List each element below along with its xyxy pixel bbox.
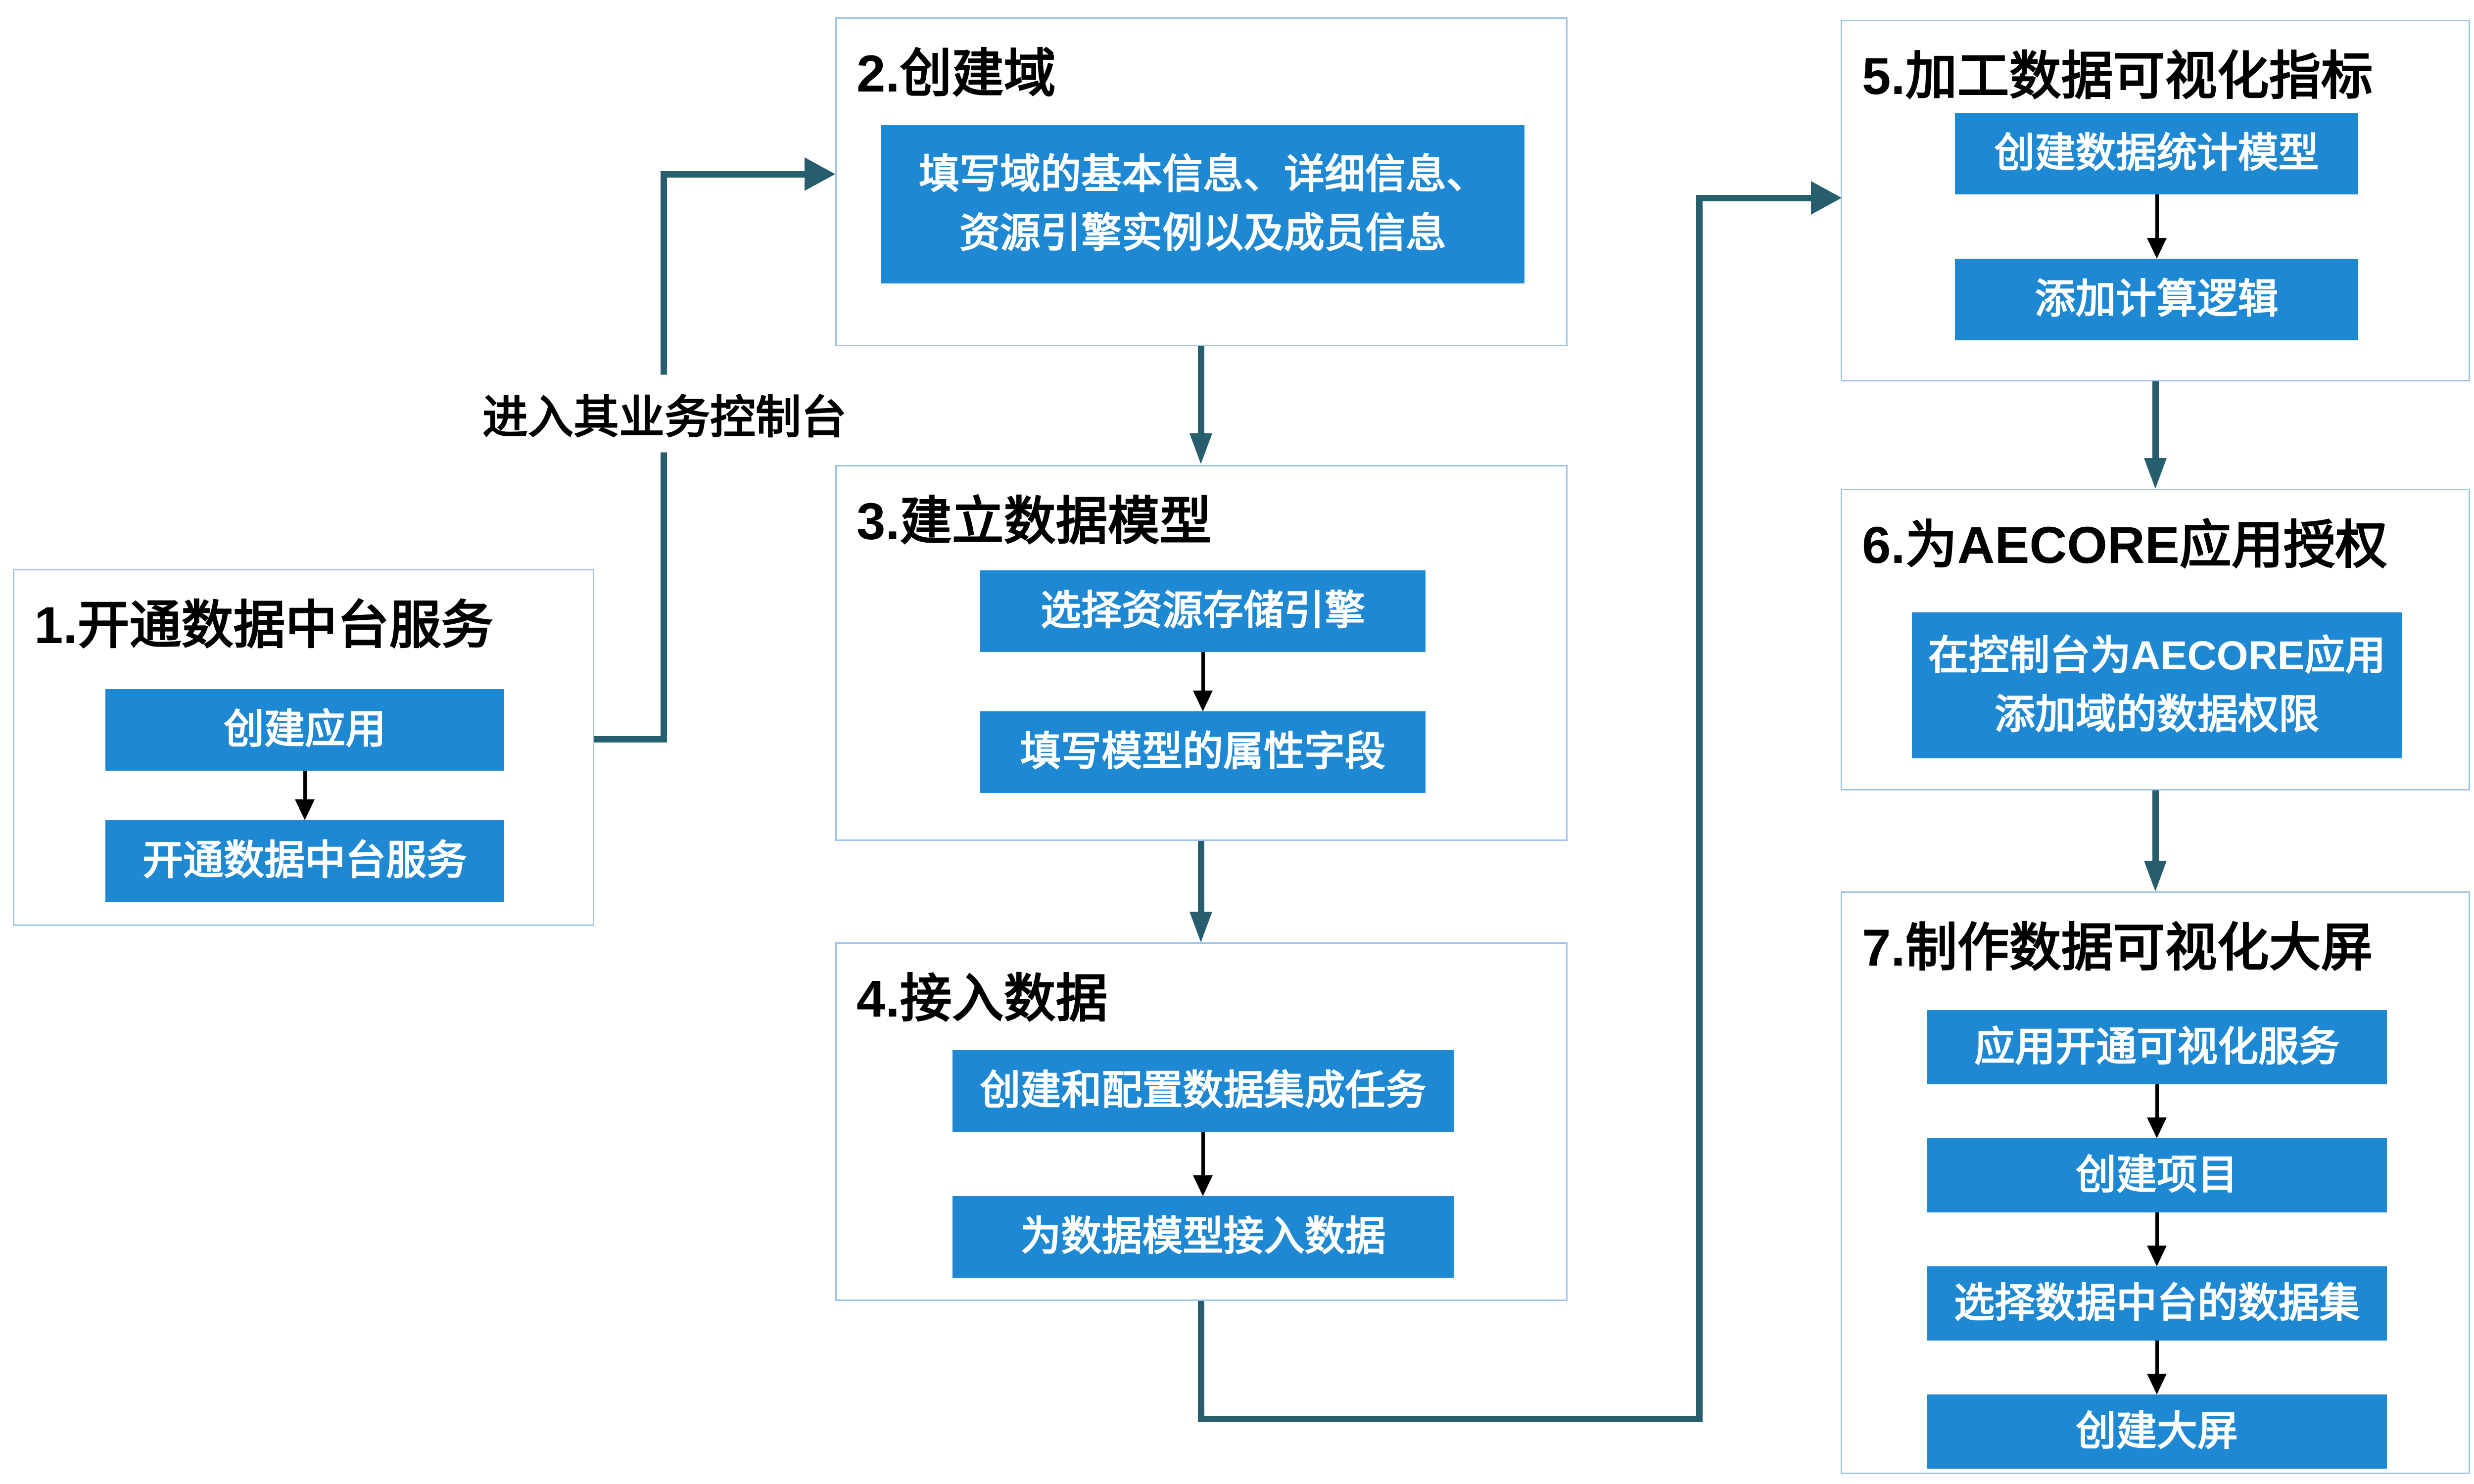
group-7-title: 7.制作数据可视化大屏 (1862, 919, 2373, 977)
arrow-head-icon (2147, 1117, 2167, 1138)
step-box: 选择资源存储引擎 (980, 570, 1426, 652)
connector-segment (1198, 1416, 1703, 1422)
arrow-shaft (303, 771, 307, 800)
connector-segment (1696, 195, 1703, 1422)
connector-arrowhead-icon (2144, 861, 2167, 891)
step-box: 应用开通可视化服务 (1927, 1010, 2387, 1084)
connector-arrowhead-icon (1189, 912, 1212, 942)
step-group-6: 6.为AECORE应用授权 在控制台为AECORE应用 添加域的数据权限 (1841, 489, 2470, 790)
group-6-title: 6.为AECORE应用授权 (1862, 516, 2387, 574)
arrow-shaft (1201, 652, 1205, 692)
connector-segment (1696, 195, 1812, 201)
connector-segment (594, 736, 667, 742)
connector-segment (1198, 1301, 1204, 1422)
step-box: 为数据模型接入数据 (952, 1196, 1454, 1278)
connector-segment (1198, 841, 1204, 912)
group-4-title: 4.接入数据 (856, 970, 1108, 1028)
arrow-head-icon (2147, 238, 2167, 259)
step-group-1: 1.开通数据中台服务 创建应用 开通数据中台服务 (13, 569, 594, 926)
connector-segment (1198, 346, 1204, 434)
group-3-title: 3.建立数据模型 (856, 493, 1212, 551)
arrow-head-icon (1193, 691, 1213, 711)
arrow-head-icon (2147, 1374, 2167, 1394)
arrow-shaft (2155, 194, 2159, 239)
step-box: 创建数据统计模型 (1955, 113, 2358, 194)
step-box: 开通数据中台服务 (105, 820, 504, 902)
step-box: 创建应用 (105, 689, 504, 771)
step-group-3: 3.建立数据模型 选择资源存储引擎 填写模型的属性字段 (835, 465, 1568, 841)
group-2-title: 2.创建域 (856, 45, 1056, 103)
connector-arrowhead-icon (805, 157, 835, 191)
step-box: 创建和配置数据集成任务 (952, 1050, 1454, 1132)
arrow-shaft (1201, 1132, 1205, 1176)
arrow-head-icon (295, 799, 315, 820)
step-group-2: 2.创建域 填写域的基本信息、详细信息、 资源引擎实例以及成员信息 (835, 17, 1568, 346)
step-box: 填写模型的属性字段 (980, 711, 1426, 793)
connector-arrowhead-icon (1189, 433, 1212, 464)
group-5-title: 5.加工数据可视化指标 (1862, 47, 2373, 105)
group-1-title: 1.开通数据中台服务 (34, 597, 493, 654)
arrow-shaft (2155, 1212, 2159, 1247)
arrow-head-icon (2147, 1246, 2167, 1266)
connector-arrowhead-icon (2144, 458, 2167, 489)
step-group-7: 7.制作数据可视化大屏 应用开通可视化服务 创建项目 选择数据中台的数据集 创建… (1841, 891, 2470, 1474)
step-box: 填写域的基本信息、详细信息、 资源引擎实例以及成员信息 (881, 125, 1524, 283)
arrow-shaft (2155, 1084, 2159, 1118)
connector-segment (2152, 381, 2159, 458)
connector-segment (2152, 790, 2159, 861)
step-box: 在控制台为AECORE应用 添加域的数据权限 (1912, 612, 2402, 758)
connector-segment (661, 171, 808, 178)
step-box: 选择数据中台的数据集 (1927, 1266, 2387, 1341)
step-box: 添加计算逻辑 (1955, 259, 2358, 340)
arrow-head-icon (1193, 1175, 1213, 1196)
arrow-shaft (2155, 1341, 2159, 1375)
connector-segment (661, 171, 667, 742)
connector-arrowhead-icon (1811, 181, 1842, 215)
step-group-4: 4.接入数据 创建和配置数据集成任务 为数据模型接入数据 (835, 942, 1568, 1301)
step-group-5: 5.加工数据可视化指标 创建数据统计模型 添加计算逻辑 (1841, 20, 2470, 381)
step-box: 创建项目 (1927, 1138, 2387, 1212)
connector-label: 进入其业务控制台 (468, 374, 861, 453)
step-box: 创建大屏 (1927, 1394, 2387, 1469)
